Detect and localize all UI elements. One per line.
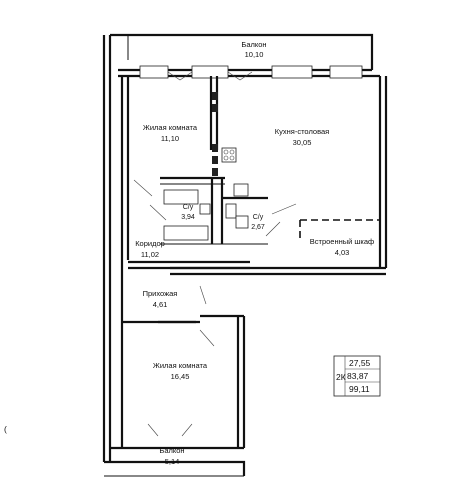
- bathroom-2-area: 2,67: [251, 224, 265, 231]
- wardrobe-name: Встроенный шкаф: [310, 237, 374, 246]
- ventilation-shaft: [212, 92, 218, 176]
- wardrobe-area: 4,03: [335, 248, 350, 257]
- sink-2: [225, 203, 237, 219]
- bathroom-1-area: 3,94: [181, 214, 195, 221]
- stove: [221, 147, 237, 163]
- corridor-name: Коридор: [135, 239, 165, 248]
- washer: [235, 215, 249, 229]
- margin-mark: (: [4, 424, 7, 434]
- windows-top: [139, 65, 363, 81]
- balcony-top-name: Балкон: [241, 40, 266, 49]
- balcony-bottom-area: 5,14: [165, 457, 180, 466]
- hallway-area: 4,61: [153, 300, 168, 309]
- summary-total-area: 83,87: [347, 371, 369, 381]
- bathtub-2: [163, 225, 209, 241]
- summary-total-with-balconies: 99,11: [349, 384, 370, 394]
- toilet: [233, 183, 249, 197]
- living-room-2-area: 16,45: [171, 372, 190, 381]
- summary-type: 2К: [336, 372, 346, 382]
- balcony-top-area: 10,10: [245, 50, 264, 59]
- door-swings: [133, 179, 297, 437]
- area-summary-table: 2К 27,55 83,87 99,11: [333, 355, 381, 397]
- bathroom-1-name: С/у: [183, 204, 194, 211]
- interior-walls: [120, 76, 268, 448]
- kitchen-dining-name: Кухня-столовая: [275, 127, 329, 136]
- hallway-name: Прихожая: [143, 289, 178, 298]
- bathtub-1: [163, 189, 199, 205]
- living-room-1-name: Жилая комната: [143, 123, 198, 132]
- balcony-bottom-name: Балкон: [159, 446, 184, 455]
- sink-1: [199, 203, 211, 215]
- fixtures: [163, 147, 249, 241]
- bathroom-2-name: С/у: [253, 214, 264, 221]
- corridor-area: 11,02: [141, 250, 159, 259]
- summary-living-area: 27,55: [349, 358, 371, 368]
- living-room-1-area: 11,10: [161, 134, 179, 143]
- kitchen-dining-area: 30,05: [293, 138, 312, 147]
- living-room-2-name: Жилая комната: [153, 361, 208, 370]
